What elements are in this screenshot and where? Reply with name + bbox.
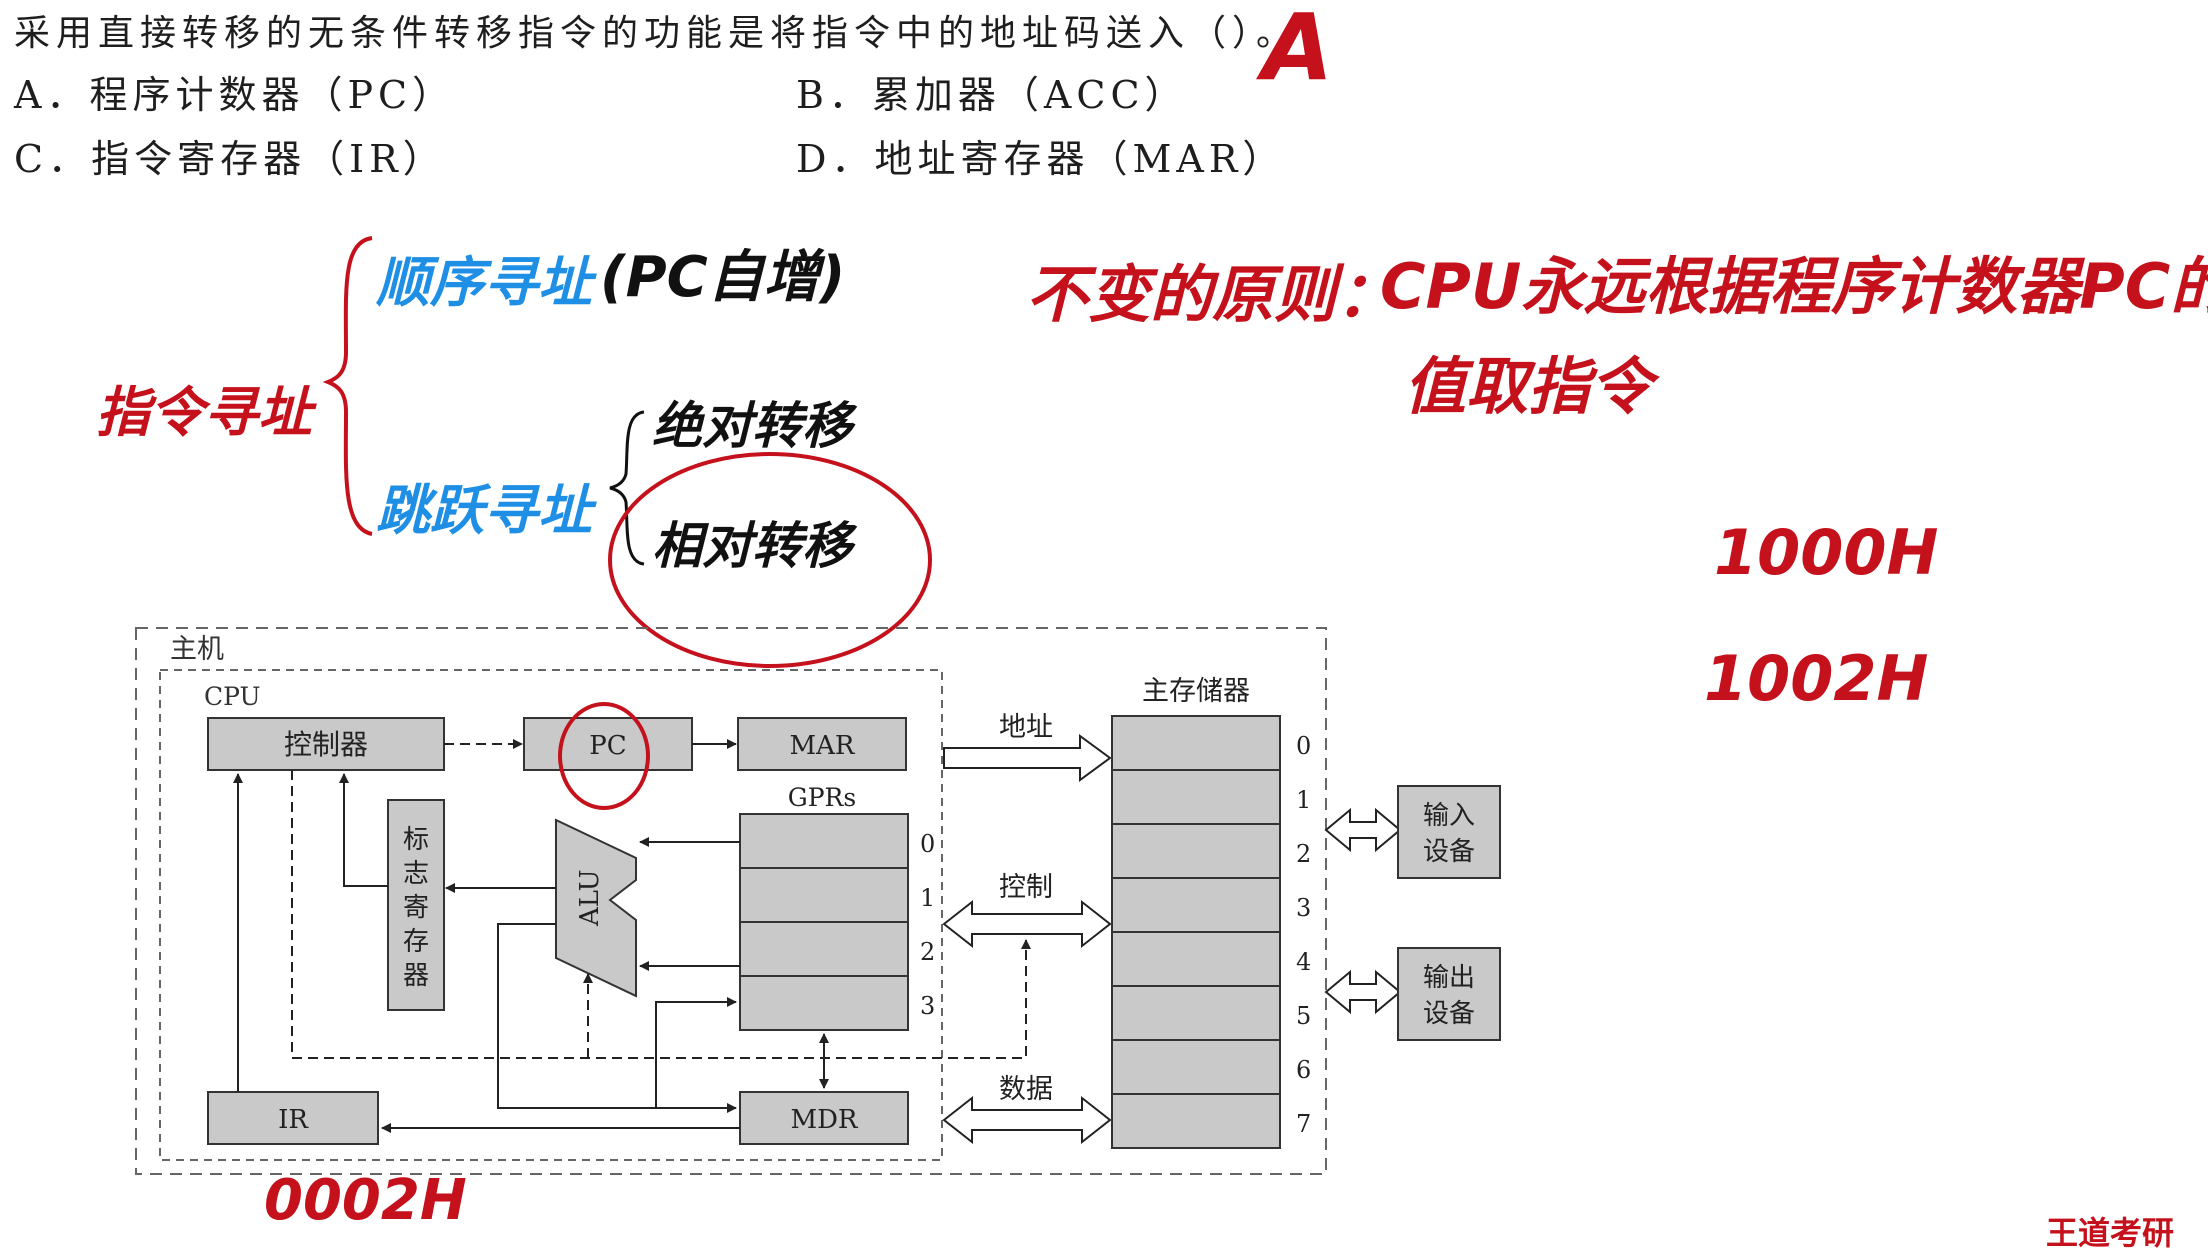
input-device-arrow xyxy=(1324,807,1402,853)
gprs-label: GPRs xyxy=(788,783,856,812)
cpu-box xyxy=(159,669,943,1161)
note-address-1002h: 1002H xyxy=(1704,642,1929,715)
question-stem-text: 采用直接转移的无条件转移指令的功能是将指令中的地址码送入（ xyxy=(14,13,1233,54)
flags-char-5: 器 xyxy=(403,961,429,991)
output-device-arrow xyxy=(1324,969,1402,1015)
data-bus-arrow xyxy=(942,1095,1112,1145)
mem-index-6: 6 xyxy=(1296,1056,1311,1084)
pc-label: PC xyxy=(589,731,626,761)
ir-box xyxy=(207,1091,379,1145)
host-box xyxy=(135,627,1327,1175)
mar-label: MAR xyxy=(790,731,856,761)
control-bus-arrow xyxy=(942,899,1112,949)
data-bus-label: 数据 xyxy=(999,1074,1053,1105)
mdr-box xyxy=(739,1091,909,1145)
gpr-index-1: 1 xyxy=(920,884,935,912)
output-device-box xyxy=(1397,947,1501,1041)
option-d: D．地址寄存器（MAR） xyxy=(796,137,1286,181)
option-b: B．累加器（ACC） xyxy=(796,73,1188,117)
mem-index-1: 1 xyxy=(1296,786,1311,814)
control-bus-label: 控制 xyxy=(999,872,1053,903)
note-relative-transfer: 相对转移 xyxy=(652,517,852,575)
output-device-line1: 输出 xyxy=(1423,963,1475,993)
flags-char-2: 志 xyxy=(403,859,429,889)
alu-shape xyxy=(555,818,637,998)
flags-register-box xyxy=(387,799,445,1011)
note-address-1000h: 1000H xyxy=(1714,516,1939,589)
note-principle-label: 不变的原则： xyxy=(1026,258,1399,331)
mar-box xyxy=(737,717,907,771)
controller-label: 控制器 xyxy=(284,728,368,761)
mem-index-5: 5 xyxy=(1296,1002,1311,1030)
flags-char-4: 存 xyxy=(403,927,429,957)
gpr-index-2: 2 xyxy=(920,938,935,966)
note-principle-line1: CPU永远根据程序计数器PC的 xyxy=(1380,250,2208,323)
option-c: C．指令寄存器（IR） xyxy=(14,137,446,181)
cpu-label: CPU xyxy=(204,682,261,711)
address-bus-label: 地址 xyxy=(999,712,1053,743)
note-principle-line2: 值取指令 xyxy=(1404,350,1653,423)
host-label: 主机 xyxy=(170,634,224,665)
watermark: 王道考研 xyxy=(2046,1214,2175,1252)
pc-highlight-circle xyxy=(558,702,650,810)
mem-index-4: 4 xyxy=(1296,948,1311,976)
memory-label: 主存储器 xyxy=(1142,676,1250,707)
mem-index-0: 0 xyxy=(1296,732,1311,760)
note-sequential: 顺序寻址 xyxy=(376,251,592,314)
note-instruction-addressing: 指令寻址 xyxy=(96,381,312,444)
controller-box xyxy=(207,717,445,771)
option-a: A．程序计数器（PC） xyxy=(14,73,456,117)
main-brace xyxy=(322,236,373,536)
input-device-line1: 输入 xyxy=(1423,801,1475,831)
pc-box xyxy=(523,717,693,771)
ir-label: IR xyxy=(278,1105,309,1135)
output-device-line2: 设备 xyxy=(1423,999,1475,1029)
gpr-index-0: 0 xyxy=(920,830,935,858)
jump-brace xyxy=(609,410,645,566)
question-stem: 采用直接转移的无条件转移指令的功能是将指令中的地址码送入（）。 xyxy=(14,4,1298,56)
answer-mark: A xyxy=(1262,0,1334,101)
relative-transfer-circle xyxy=(608,452,932,668)
note-ir-value: 0002H xyxy=(264,1168,467,1233)
note-pc-increment: (PC自增) xyxy=(600,245,846,310)
flags-char-1: 标 xyxy=(403,825,429,855)
flags-char-3: 寄 xyxy=(403,893,429,923)
mdr-label: MDR xyxy=(790,1105,858,1135)
mem-index-7: 7 xyxy=(1296,1110,1311,1138)
alu-label: ALU xyxy=(575,869,605,927)
note-absolute-transfer: 绝对转移 xyxy=(652,397,852,455)
note-jump: 跳跃寻址 xyxy=(376,479,592,542)
mem-index-2: 2 xyxy=(1296,840,1311,868)
question-stem-close: ）。 xyxy=(1232,13,1299,54)
gpr-index-3: 3 xyxy=(920,992,935,1020)
mem-index-3: 3 xyxy=(1296,894,1311,922)
address-bus-arrow xyxy=(943,734,1112,782)
input-device-box xyxy=(1397,785,1501,879)
input-device-line2: 设备 xyxy=(1423,837,1475,867)
